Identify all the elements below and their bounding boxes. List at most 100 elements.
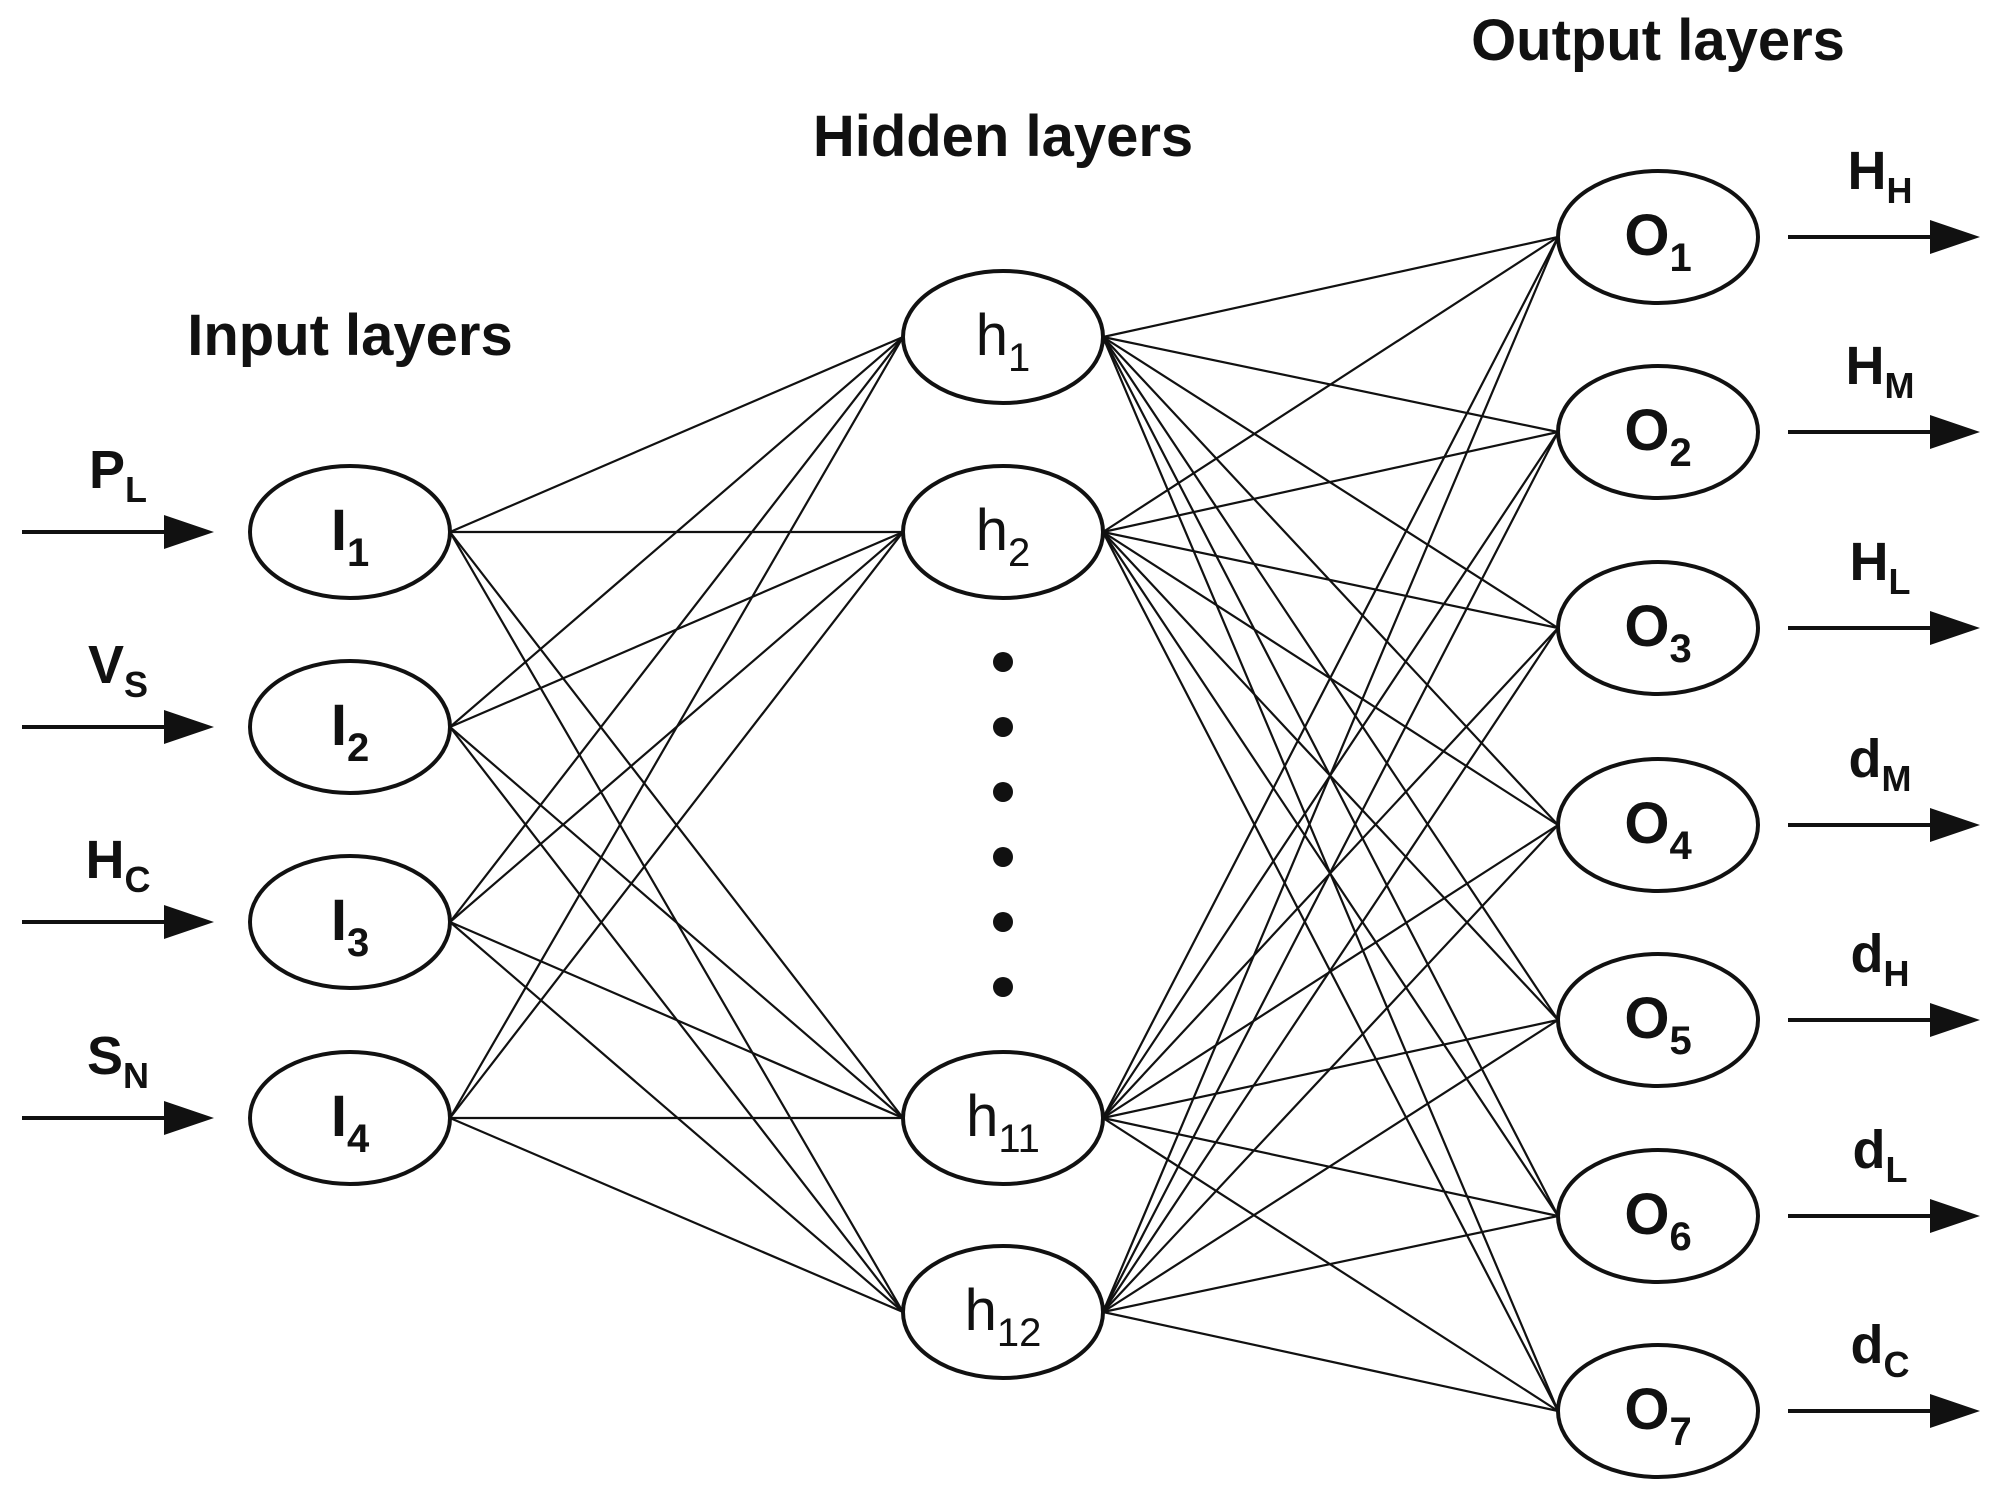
ellipsis-dot: [993, 977, 1013, 997]
output-arrow-6: [1788, 1199, 1980, 1233]
input-node: I4: [248, 1050, 452, 1186]
output-node-subscript: 4: [1669, 824, 1692, 868]
input-var-label-1-base: P: [89, 440, 125, 500]
hidden-node-ellipse: [901, 269, 1105, 405]
edge-hidden-2-to-output-1: [1102, 236, 1559, 533]
hidden-node-ellipse: [901, 464, 1105, 600]
output-node-ellipse: [1556, 1148, 1760, 1284]
input-arrow-4-head: [164, 1101, 214, 1135]
hidden-node-base: h: [976, 498, 1008, 563]
output-node-subscript: 7: [1669, 1410, 1691, 1454]
output-var-label-3-base: H: [1850, 532, 1889, 592]
output-node-subscript: 2: [1669, 431, 1691, 475]
io-arrows: [22, 220, 1980, 1428]
hidden-node-subscript: 11: [998, 1117, 1040, 1161]
output-node-label: O2: [1624, 398, 1691, 475]
hidden-node-subscript: 2: [1008, 531, 1030, 575]
output-node-base: O: [1624, 1377, 1669, 1442]
connection-edges: [449, 235, 1560, 1413]
output-node-label: O5: [1624, 986, 1691, 1063]
hidden-layer-title: Hidden layers: [813, 104, 1193, 169]
edge-input-4-to-hidden-1: [449, 336, 904, 1119]
input-var-label-3: HC: [86, 830, 151, 900]
output-arrow-5: [1788, 1003, 1980, 1037]
output-node: O4: [1556, 757, 1760, 893]
input-var-label-2-subscript: S: [124, 664, 148, 705]
hidden-ellipsis: [993, 652, 1013, 997]
output-var-label-1-base: H: [1848, 141, 1887, 201]
input-node-ellipse: [248, 1050, 452, 1186]
output-var-label-3: HL: [1850, 532, 1911, 602]
input-node: I1: [248, 464, 452, 600]
hidden-node: h11: [901, 1050, 1105, 1186]
output-arrow-3: [1788, 611, 1980, 645]
hidden-node-base: h: [976, 303, 1008, 368]
input-node-subscript: 3: [347, 921, 369, 965]
output-arrow-1-head: [1930, 220, 1980, 254]
hidden-node-subscript: 1: [1008, 336, 1030, 380]
output-var-label-7-subscript: C: [1884, 1344, 1910, 1385]
output-node-subscript: 1: [1669, 236, 1691, 280]
input-arrow-3: [22, 905, 214, 939]
output-node-base: O: [1624, 398, 1669, 463]
output-node: O3: [1556, 560, 1760, 696]
edge-input-3-to-hidden-3: [449, 920, 904, 1120]
input-var-label-1: PL: [89, 440, 147, 510]
output-arrow-2: [1788, 415, 1980, 449]
output-var-label-5-subscript: H: [1884, 953, 1910, 994]
output-node-ellipse: [1556, 364, 1760, 500]
output-node: O5: [1556, 952, 1760, 1088]
output-node-ellipse: [1556, 560, 1760, 696]
input-node: I2: [248, 659, 452, 795]
output-node-ellipse: [1556, 169, 1760, 305]
ellipsis-dot: [993, 652, 1013, 672]
output-var-label-2-base: H: [1846, 336, 1885, 396]
output-node: O6: [1556, 1148, 1760, 1284]
input-var-label-3-base: H: [86, 830, 125, 890]
input-arrow-2: [22, 710, 214, 744]
output-var-label-7-base: d: [1851, 1315, 1884, 1375]
output-node-label: O4: [1624, 791, 1692, 868]
output-var-label-3-subscript: L: [1889, 561, 1911, 602]
output-node-subscript: 6: [1669, 1215, 1691, 1259]
output-var-label-5: dH: [1851, 924, 1910, 994]
output-var-label-4-base: d: [1849, 729, 1882, 789]
output-arrow-2-head: [1930, 415, 1980, 449]
output-node-base: O: [1624, 1182, 1669, 1247]
edge-input-2-to-hidden-1: [449, 336, 904, 728]
input-node-ellipse: [248, 464, 452, 600]
output-node-ellipse: [1556, 952, 1760, 1088]
input-arrow-1-head: [164, 515, 214, 549]
output-var-label-2: HM: [1846, 336, 1915, 406]
ellipsis-dot: [993, 782, 1013, 802]
hidden-node-ellipse: [901, 1244, 1105, 1380]
output-var-label-6: dL: [1853, 1120, 1908, 1190]
output-node: O1: [1556, 169, 1760, 305]
input-node-label: I4: [331, 1084, 370, 1161]
output-arrow-1: [1788, 220, 1980, 254]
input-arrow-3-head: [164, 905, 214, 939]
output-arrow-4-head: [1930, 808, 1980, 842]
ellipsis-dot: [993, 717, 1013, 737]
output-var-label-7: dC: [1851, 1315, 1910, 1385]
output-var-label-1: HH: [1848, 141, 1913, 211]
output-node-subscript: 5: [1669, 1019, 1691, 1063]
hidden-node: h2: [901, 464, 1105, 600]
hidden-node-label: h12: [965, 1278, 1042, 1355]
edge-input-1-to-hidden-1: [449, 335, 904, 534]
input-var-label-2: VS: [88, 635, 148, 705]
input-arrow-1: [22, 515, 214, 549]
input-node-base: I: [331, 1084, 347, 1149]
edge-hidden-1-to-output-1: [1102, 235, 1559, 339]
output-arrow-4: [1788, 808, 1980, 842]
output-node-base: O: [1624, 203, 1669, 268]
edge-input-4-to-hidden-2: [449, 531, 904, 1119]
hidden-node-label: h1: [976, 303, 1031, 380]
hidden-node-base: h: [965, 1278, 997, 1343]
output-var-label-5-base: d: [1851, 924, 1884, 984]
input-arrow-4: [22, 1101, 214, 1135]
output-var-label-6-base: d: [1853, 1120, 1886, 1180]
edge-hidden-4-to-output-7: [1102, 1310, 1559, 1413]
input-node-subscript: 2: [347, 726, 369, 770]
